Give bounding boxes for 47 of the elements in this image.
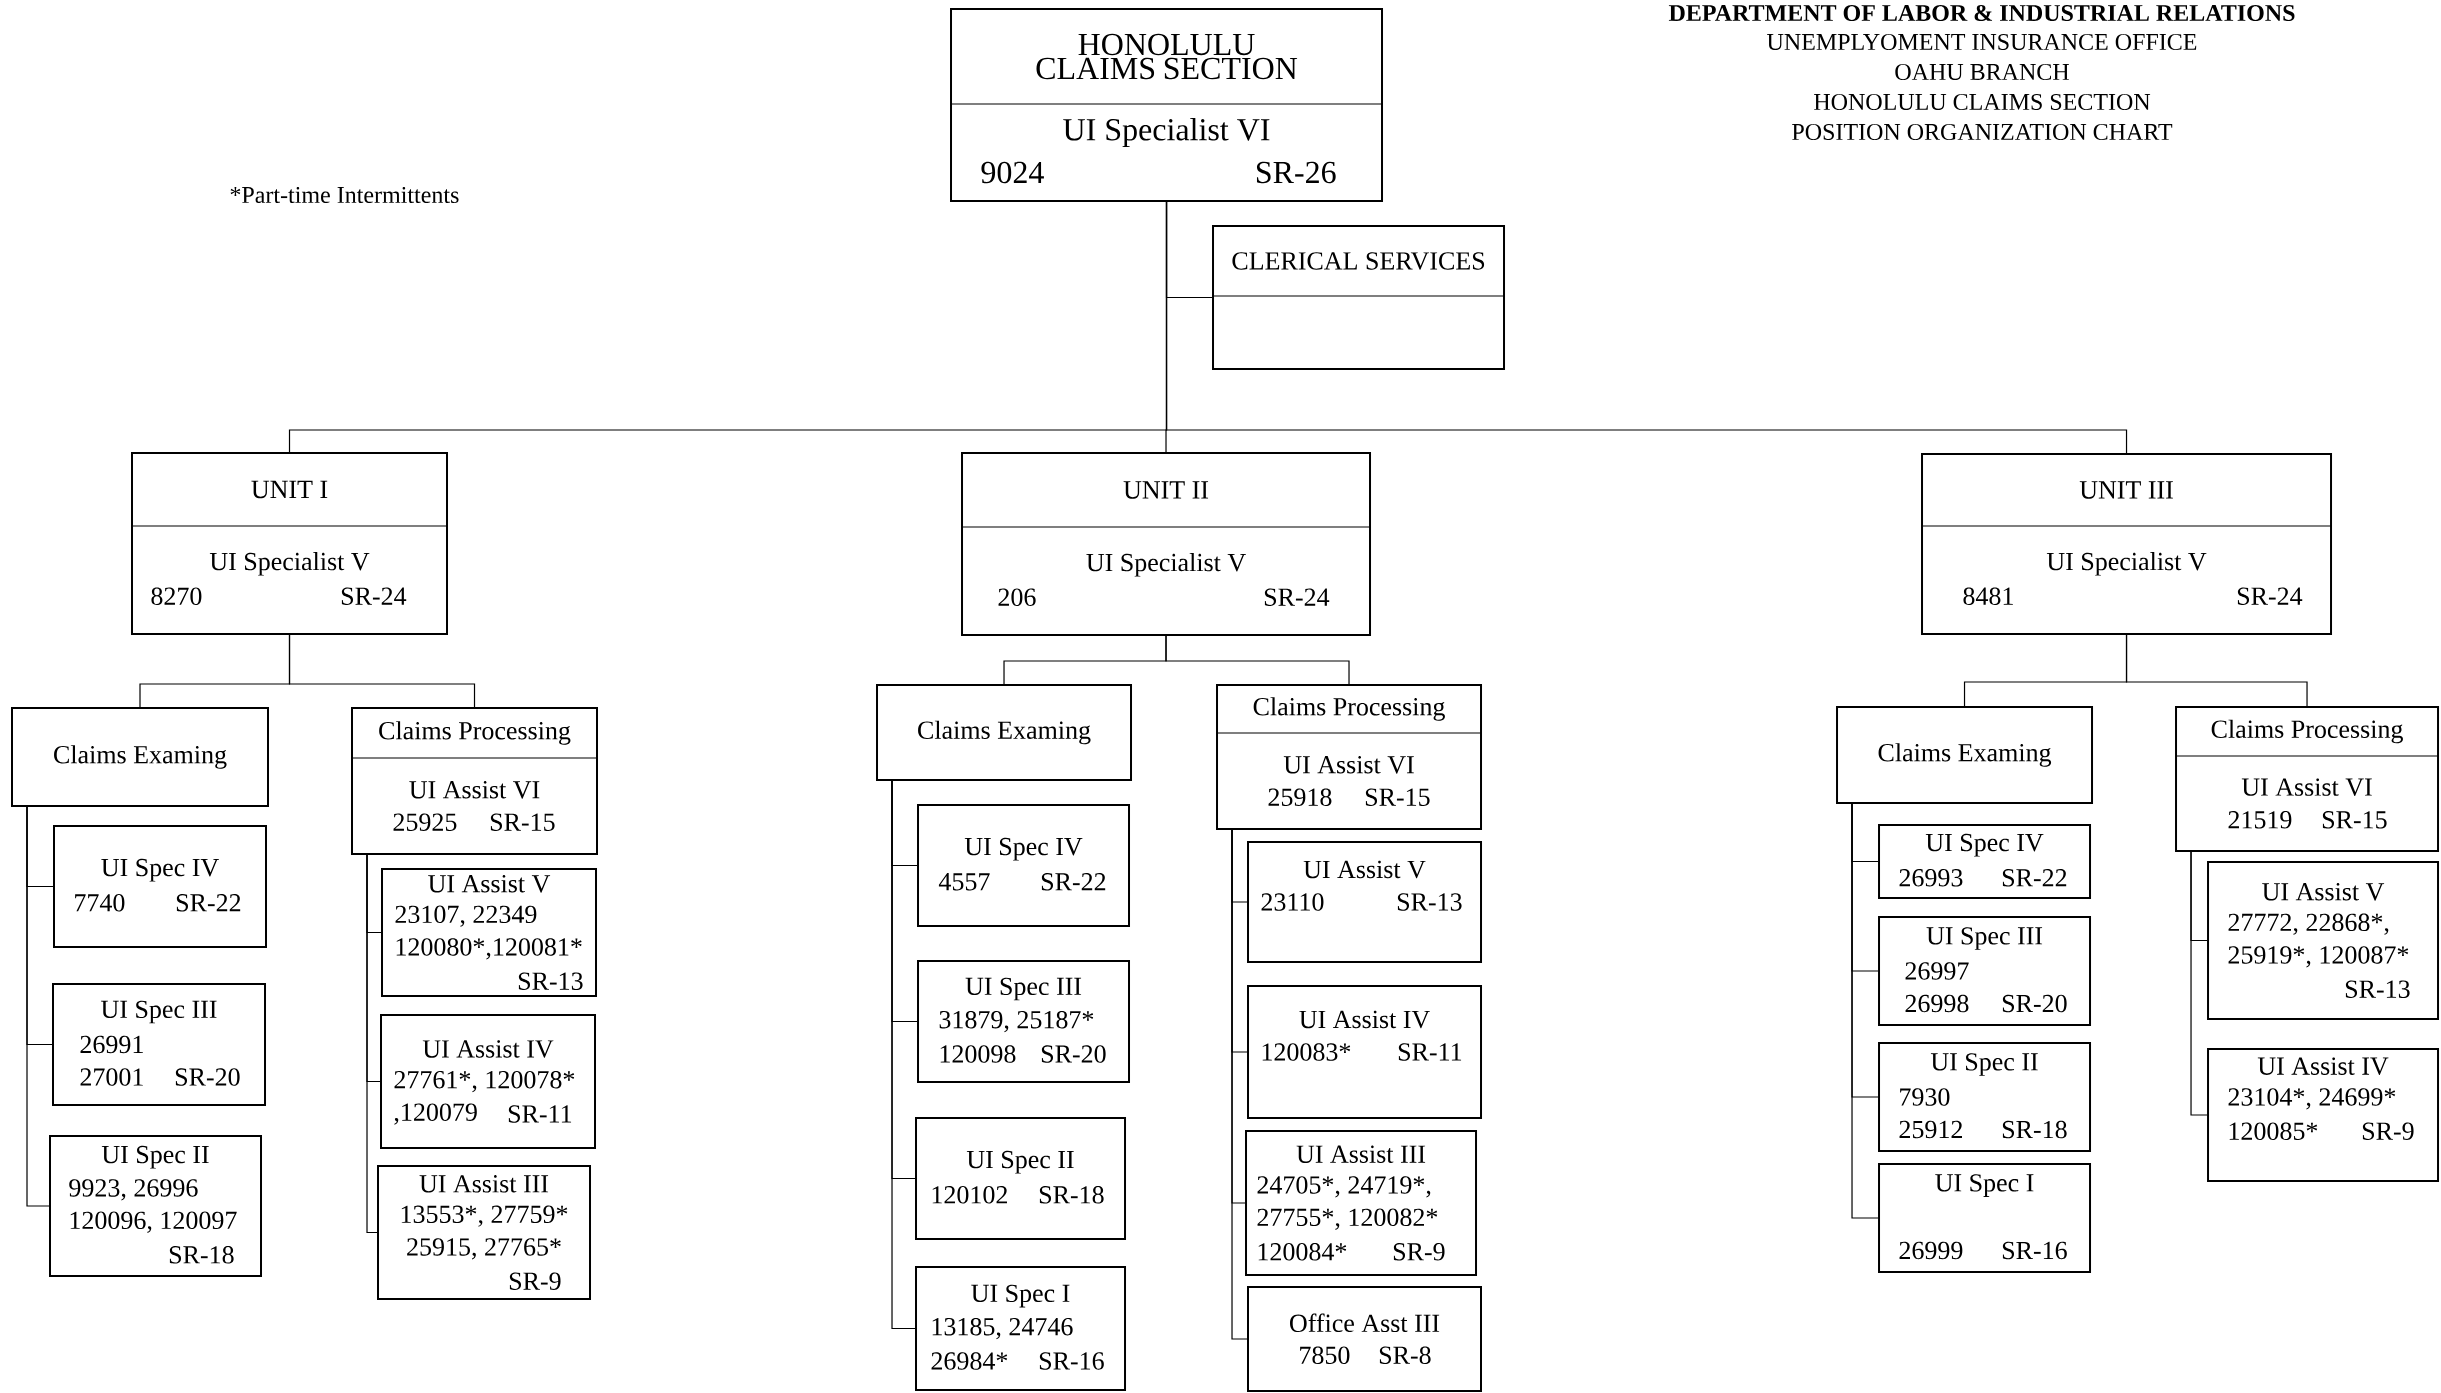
section-box: HONOLULU CLAIMS SECTION UI Specialist VI 9024 SR-26 xyxy=(950,8,1383,202)
header-line: POSITION ORGANIZATION CHART xyxy=(1792,123,2173,141)
group-box: Claims Processing UI Assist VI 21519 SR-15 xyxy=(2175,706,2440,852)
group-box: Claims Examing xyxy=(1836,706,2093,804)
group-box: Claims Processing UI Assist VI 25918 SR-15 xyxy=(1216,684,1482,830)
unit-box: UNIT III UI Specialist V 8481 SR-24 xyxy=(1921,453,2333,635)
position-box: UI Spec II 7930 25912 SR-18 xyxy=(1878,1042,2091,1152)
connector-line xyxy=(1851,803,1879,1219)
position-box: UI Spec II 9923, 26996 120096, 120097 SR-18 xyxy=(49,1135,262,1277)
position-box: UI Assist V 23110 SR-13 xyxy=(1247,841,1482,963)
position-box: UI Spec IV 4557 SR-22 xyxy=(917,804,1130,927)
position-box: Office Asst III 7850 SR-8 xyxy=(1247,1286,1482,1392)
group-box: Claims Examing xyxy=(11,707,269,807)
position-box: UI Spec II 120102 SR-18 xyxy=(915,1117,1126,1240)
connector-line xyxy=(1231,829,1248,1340)
position-box: UI Assist IV 120083* SR-11 xyxy=(1247,985,1482,1119)
position-box: UI Assist III 13553*, 27759* 25915, 27765* SR-9 xyxy=(377,1165,591,1300)
connector-line xyxy=(2190,851,2208,1116)
connector-line xyxy=(1165,635,1350,685)
connector-line xyxy=(2125,634,2308,707)
unit-box: UNIT I UI Specialist V 8270 SR-24 xyxy=(131,452,448,635)
connector-line xyxy=(366,854,378,1234)
position-box: UI Assist IV 27761*, 120078* ,120079 SR-11 xyxy=(380,1014,596,1149)
connector-line xyxy=(288,634,476,708)
header-line: OAHU BRANCH xyxy=(1895,63,2069,81)
section-box: CLERICAL SERVICES xyxy=(1212,225,1505,370)
unit-box: UNIT II UI Specialist V 206 SR-24 xyxy=(961,452,1371,636)
connector-line xyxy=(1165,201,2128,454)
position-box: UI Assist IV 23104*, 24699* 120085* SR-9 xyxy=(2207,1048,2440,1182)
position-box: UI Spec IV 26993 SR-22 xyxy=(1878,824,2091,899)
position-box: UI Spec III 26991 27001 SR-20 xyxy=(52,983,266,1106)
chart-title: DEPARTMENT OF LABOR & INDUSTRIAL RELATIONS xyxy=(1668,4,2295,22)
position-box: UI Assist V 23107, 22349 120080*,120081* SR-13 xyxy=(381,868,597,997)
position-box: UI Spec I 26999 SR-16 xyxy=(1878,1163,2091,1273)
header-line: HONOLULU CLAIMS SECTION xyxy=(1814,93,2151,111)
position-box: UI Spec III 26997 26998 SR-20 xyxy=(1878,916,2091,1026)
connector-line xyxy=(26,806,50,1207)
group-box: Claims Examing xyxy=(876,684,1132,781)
position-box: UI Spec III 31879, 25187* 120098 SR-20 xyxy=(917,960,1130,1083)
group-box: Claims Processing UI Assist VI 25925 SR-15 xyxy=(351,707,598,855)
footnote: *Part-time Intermittents xyxy=(230,186,459,204)
position-box: UI Assist V 27772, 22868*, 25919*, 120087* SR-13 xyxy=(2207,861,2440,1020)
position-box: UI Spec IV 7740 SR-22 xyxy=(53,825,267,948)
header-line: UNEMPLYOMENT INSURANCE OFFICE xyxy=(1767,33,2197,51)
position-box: UI Spec I 13185, 24746 26984* SR-16 xyxy=(915,1266,1126,1391)
position-box: UI Assist III 24705*, 24719*, 27755*, 120082* 120084* SR-9 xyxy=(1245,1130,1477,1276)
connector-line xyxy=(891,780,916,1330)
